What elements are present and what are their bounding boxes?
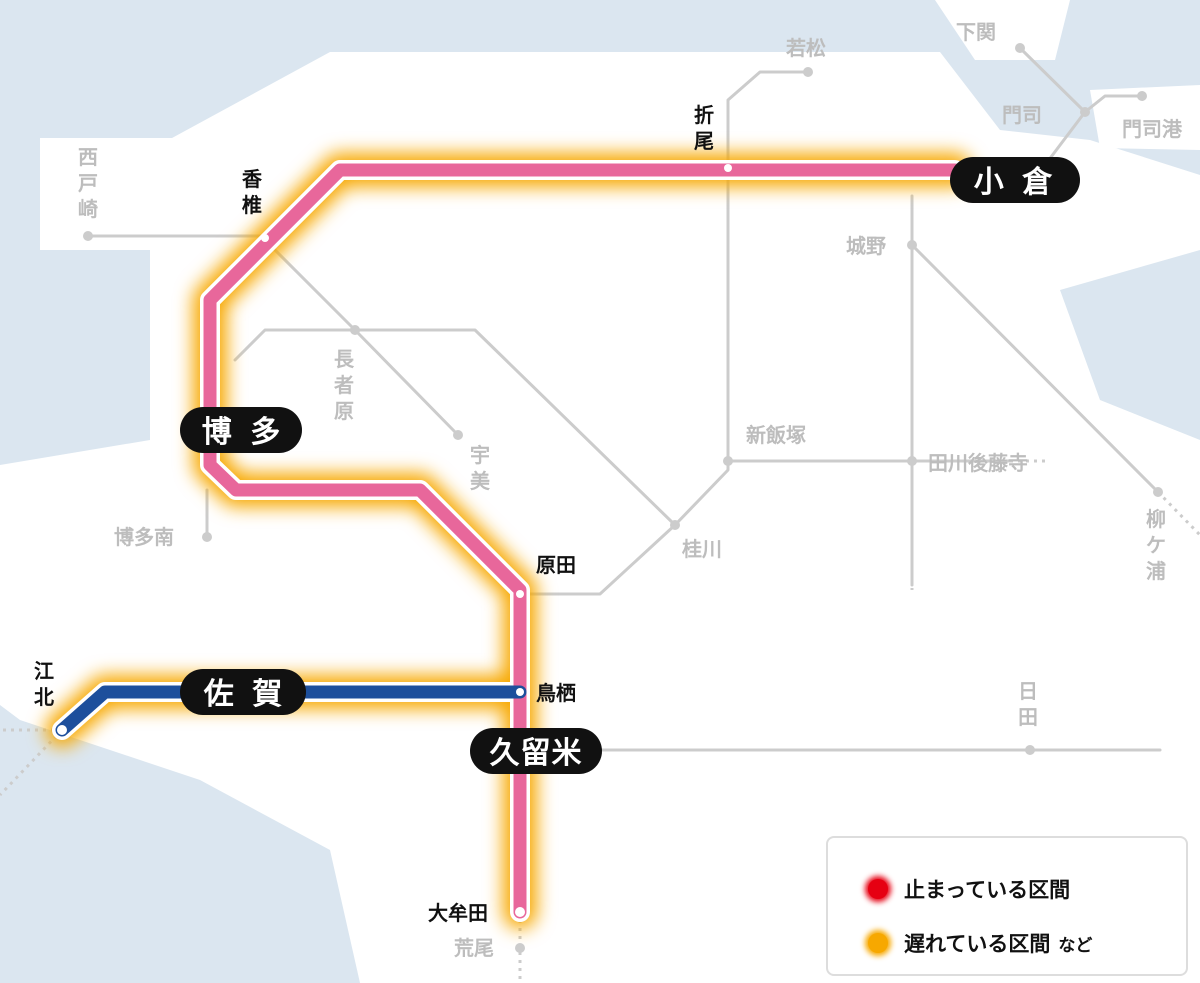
station-dot-keisen[interactable] [670, 520, 680, 530]
saga-label: 佐 賀 [203, 677, 286, 712]
label-umi: 宇 [470, 443, 490, 467]
land-shimonoseki [935, 0, 1070, 60]
station-dot-hita[interactable] [1025, 745, 1035, 755]
station-dot-wakamatsu[interactable] [803, 67, 813, 77]
label-wakamatsu: 若松 [785, 36, 826, 60]
label-shiniizuka: 新飯塚 [746, 423, 806, 447]
station-dot-kashii[interactable] [261, 234, 269, 242]
label-shimonoseki: 下関 [956, 20, 996, 44]
kagoshima-main-line [203, 163, 962, 919]
inactive-station-dots [83, 43, 1163, 953]
label-hakataminami: 博多南 [114, 525, 174, 549]
legend-delayed-dot [868, 933, 888, 953]
kokura-label: 小 倉 [974, 165, 1056, 200]
station-dot-shimonoseki[interactable] [1015, 43, 1025, 53]
label-umi-2: 美 [470, 469, 491, 493]
legend-delayed-label: 遅れている区間 [904, 932, 1051, 956]
station-dot-umi[interactable] [453, 430, 463, 440]
label-tagawagotoji: 田川後藤寺 [928, 451, 1028, 475]
station-dot-nishitozaki[interactable] [83, 231, 93, 241]
inactive-lines [86, 46, 1162, 752]
label-mojiko: 門司港 [1122, 117, 1183, 141]
land-northwest [40, 138, 235, 250]
legend-stopped-dot [868, 879, 888, 899]
station-dot-omuta[interactable] [515, 907, 525, 917]
legend-delayed-suffix: など [1058, 935, 1093, 956]
major-station-kokura[interactable]: 小 倉 [950, 157, 1080, 203]
major-station-hakata[interactable]: 博 多 [180, 407, 302, 453]
line-chikuho [673, 166, 730, 527]
label-keisen: 桂川 [681, 537, 722, 561]
kurume-box [470, 728, 602, 774]
major-station-saga[interactable]: 佐 賀 [180, 669, 306, 715]
label-tosu: 鳥栖 [536, 681, 576, 705]
label-harada: 原田 [536, 553, 576, 577]
line-moji-kokura [1043, 110, 1087, 167]
station-dot-oriwo[interactable] [724, 164, 732, 172]
label-chojabaru-2: 者 [333, 373, 354, 397]
station-dot-mojiko[interactable] [1137, 91, 1147, 101]
station-dot-moji[interactable] [1080, 107, 1090, 117]
label-kashii-2: 椎 [242, 193, 262, 217]
label-nishitozaki-2: 戸 [78, 171, 98, 195]
line-sasaguri [233, 328, 677, 596]
station-dot-hakataminami[interactable] [202, 532, 212, 542]
label-kouhoku: 江 [34, 659, 54, 683]
hakata-label: 博 多 [202, 415, 284, 450]
label-omuta: 大牟田 [428, 901, 488, 925]
station-dot-kouhoku[interactable] [57, 725, 67, 735]
station-dot-shiniizuka[interactable] [723, 456, 733, 466]
label-kouhoku-2: 北 [34, 685, 54, 709]
line-sasebo-dotted [0, 728, 64, 797]
label-hita-2: 田 [1018, 705, 1038, 729]
nagasaki-main-line [55, 685, 527, 737]
line-mojiko [1083, 94, 1144, 114]
label-moji: 門司 [1002, 103, 1042, 127]
label-yanagigaura: 柳 [1146, 507, 1166, 531]
hakata-box [180, 407, 302, 453]
land-mojiko [1090, 85, 1200, 150]
label-oriwo: 折 [694, 103, 714, 127]
saga-box [180, 669, 306, 715]
label-chojabaru: 長 [334, 347, 355, 371]
station-dot-yanagigaura[interactable] [1153, 487, 1163, 497]
map-legend: 止まっている区間 遅れている区間 など [826, 836, 1188, 976]
label-oriwo-2: 尾 [694, 129, 714, 153]
line-wakamatsu [726, 70, 810, 170]
label-nishitozaki: 西 [78, 145, 98, 169]
legend-row-stopped: 止まっている区間 [868, 874, 1070, 904]
station-dot-chojabaru[interactable] [350, 325, 360, 335]
station-dot-johno[interactable] [907, 240, 917, 250]
label-johno: 城野 [846, 234, 886, 258]
legend-row-delayed: 遅れている区間 など [868, 928, 1092, 958]
label-arao: 荒尾 [454, 936, 494, 960]
label-kashii: 香 [242, 167, 263, 191]
label-yanagigaura-2: ケ [1146, 533, 1166, 557]
station-dot-tosu[interactable] [516, 688, 524, 696]
line-shimonoseki [1018, 46, 1087, 114]
label-chojabaru-3: 原 [334, 399, 354, 423]
station-dot-harada[interactable] [516, 590, 524, 598]
kokura-box [950, 157, 1080, 203]
legend-stopped-label: 止まっている区間 [904, 878, 1071, 902]
kurume-label: 久留米 [490, 736, 583, 771]
station-dot-arao[interactable] [515, 943, 525, 953]
line-yanagigaura-dotted [1156, 490, 1200, 537]
label-hita: 日 [1018, 679, 1038, 703]
major-station-kurume[interactable]: 久留米 [470, 728, 602, 774]
label-yanagigaura-3: 浦 [1146, 559, 1166, 583]
line-hitahikosan [910, 243, 1160, 494]
station-dot-tagawagotoji[interactable] [907, 456, 917, 466]
label-nishitozaki-3: 崎 [78, 197, 98, 221]
active-station-dots [57, 164, 732, 917]
